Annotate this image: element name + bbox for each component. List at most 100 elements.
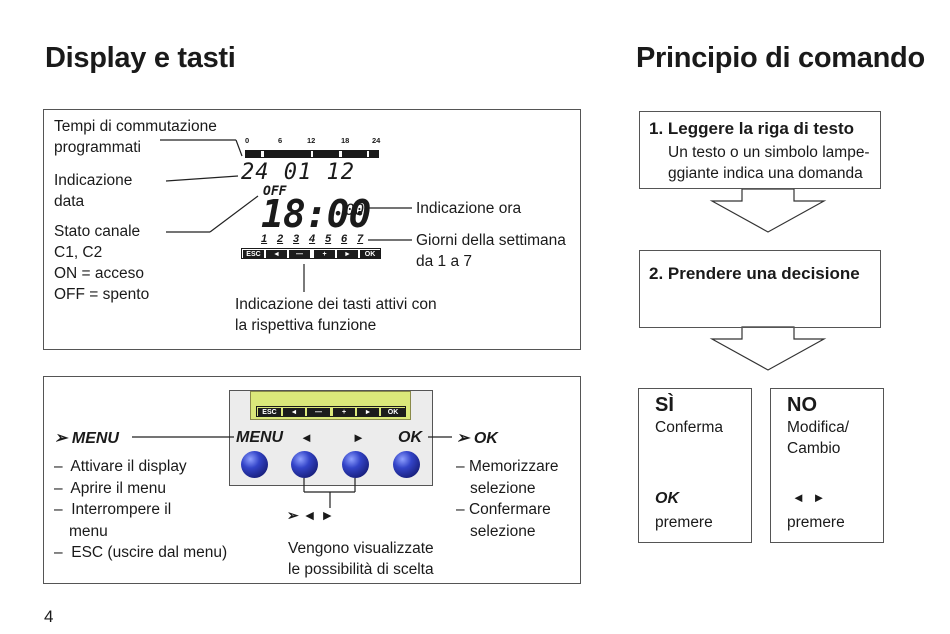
label-channel-line4: OFF = spento — [54, 286, 150, 303]
no-text-line1: Modifica/ — [787, 419, 850, 436]
lcd-seconds: 00 — [345, 200, 365, 219]
scale-6: 6 — [278, 136, 283, 145]
arrows-symbol: ➢ ◄ ► — [287, 507, 335, 523]
label-days: Giorni della settimana da 1 a 7 — [416, 230, 566, 272]
device-label-menu: MENU — [236, 429, 284, 446]
arrows-caption: Vengono visualizzate le possibilità di s… — [288, 538, 434, 580]
day-7: 7 — [357, 233, 364, 245]
lcd-scale: 0 6 12 18 24 — [241, 136, 381, 145]
no-action: premere — [787, 514, 845, 531]
label-channel-line3: ON = acceso — [54, 265, 145, 282]
label-channel: Stato canale C1, C2 ON = acceso OFF = sp… — [54, 221, 149, 305]
device-key-plus: + — [333, 408, 355, 417]
step2-title: 2. Prendere una decisione — [649, 264, 860, 283]
label-channel-line1: Stato canale — [54, 223, 141, 240]
label-keys-line2: la rispettiva funzione — [235, 317, 377, 334]
device-keybar: ESC ◄ — + ► OK — [256, 406, 406, 417]
lcd-time: 18:00 — [261, 192, 371, 236]
menu-item: – Interrompere il — [54, 501, 172, 518]
label-time: Indicazione ora — [416, 200, 522, 217]
step1-text-line1: Un testo o un simbolo lampe- — [668, 144, 870, 161]
right-title: Principio di comando — [636, 42, 925, 74]
step1-text: Un testo o un simbolo lampe- ggiante ind… — [668, 142, 870, 184]
scale-24: 24 — [372, 136, 381, 145]
day-6: 6 — [341, 233, 348, 245]
no-title: NO — [787, 394, 817, 416]
lcd-status: OFF — [263, 184, 287, 199]
menu-item: – ESC (uscire dal menu) — [54, 544, 228, 561]
arrows-caption-line1: Vengono visualizzate — [288, 540, 434, 557]
arrow-bullet-icon: ➢ — [456, 430, 474, 447]
menu-heading: ➢ MENU — [54, 428, 119, 448]
lcd-key-minus: — — [289, 250, 310, 259]
ok-item: – Memorizzare — [456, 458, 559, 475]
scale-18: 18 — [341, 136, 350, 145]
ok-item: selezione — [470, 522, 536, 540]
menu-item: – Attivare il display — [54, 458, 187, 475]
lcd-key-esc: ESC — [243, 250, 264, 259]
device-label-ok: OK — [398, 429, 422, 446]
page-number: 4 — [44, 607, 54, 626]
label-days-line2: da 1 a 7 — [416, 253, 473, 270]
no-text: Modifica/ Cambio — [787, 417, 849, 459]
day-3: 3 — [293, 233, 300, 245]
label-keys-line1: Indicazione dei tasti attivi con — [235, 296, 437, 313]
keys-panel — [43, 376, 581, 584]
display-panel — [43, 109, 581, 350]
lcd-key-right: ► — [337, 250, 358, 259]
day-5: 5 — [325, 233, 332, 245]
label-times-line2: programmati — [54, 139, 141, 156]
ok-heading-text: OK — [473, 430, 498, 447]
scale-0: 0 — [245, 136, 250, 145]
label-times-line1: Tempi di commutazione — [54, 118, 217, 135]
left-title: Display e tasti — [45, 42, 236, 74]
arrow-bullet-icon: ➢ — [54, 430, 72, 447]
step1-text-line2: ggiante indica una domanda — [668, 165, 863, 182]
ok-list: – Memorizzare selezione – Confermare sel… — [456, 456, 559, 542]
device-key-minus: — — [307, 408, 330, 417]
scale-12: 12 — [307, 136, 316, 145]
label-times: Tempi di commutazione programmati — [54, 116, 217, 158]
no-box — [770, 388, 884, 543]
device-lcd: ESC ◄ — + ► OK — [250, 391, 411, 420]
arrows-caption-line2: le possibilità di scelta — [288, 561, 434, 578]
time-program-bar — [245, 150, 379, 158]
day-2: 2 — [277, 233, 284, 245]
label-date-line1: Indicazione — [54, 172, 133, 189]
label-date: Indicazione data — [54, 170, 132, 212]
ok-item: – Confermare — [456, 501, 551, 518]
yes-title: SÌ — [655, 394, 674, 416]
device-label-right: ► — [352, 430, 365, 445]
step1-box — [639, 111, 881, 189]
yes-box — [638, 388, 752, 543]
device-key-left: ◄ — [283, 408, 305, 417]
ok-item: selezione — [470, 479, 536, 497]
day-1: 1 — [261, 233, 268, 245]
device-key-right: ► — [357, 408, 379, 417]
device-label-left: ◄ — [300, 430, 313, 445]
right-knob-button[interactable] — [342, 451, 369, 485]
step1-title: 1. Leggere la riga di testo — [649, 119, 855, 138]
device-key-ok: OK — [381, 408, 405, 417]
lcd-display: 0 6 12 18 24 24 01 12 OFF 18:00 00 1 2 3… — [241, 136, 381, 262]
menu-list: – Attivare il display – Aprire il menu –… — [54, 456, 227, 564]
yes-text: Conferma — [655, 419, 724, 436]
label-days-line1: Giorni della settimana — [416, 232, 566, 249]
yes-key: OK — [655, 490, 679, 507]
lcd-date: 24 01 12 — [241, 160, 355, 185]
label-channel-line2: C1, C2 — [54, 244, 103, 261]
no-text-line2: Cambio — [787, 440, 841, 457]
label-keys: Indicazione dei tasti attivi con la risp… — [235, 294, 437, 336]
lcd-key-ok: OK — [360, 250, 380, 259]
step2-box — [639, 250, 881, 328]
device-key-esc: ESC — [258, 408, 281, 417]
day-4: 4 — [309, 233, 316, 245]
no-key: ◄ ► — [792, 490, 828, 505]
lcd-keybar: ESC ◄ — + ► OK — [241, 248, 381, 259]
menu-item: menu — [69, 522, 108, 540]
lcd-key-left: ◄ — [266, 250, 287, 259]
device-illustration: ESC ◄ — + ► OK MENU ◄ ► OK — [229, 390, 433, 486]
